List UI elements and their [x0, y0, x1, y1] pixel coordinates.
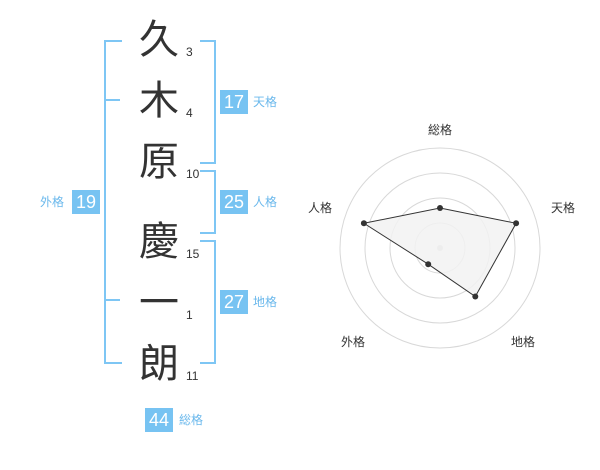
radar-point-1 — [437, 205, 443, 211]
chikaku-value: 27 — [220, 290, 248, 314]
radar-label-gaikaku: 外格 — [340, 335, 365, 349]
stroke-count-3: 10 — [186, 167, 200, 181]
name-char-2: 木 — [139, 78, 179, 124]
radar-ring-3 — [364, 172, 516, 324]
stroke-count-4: 15 — [186, 247, 200, 261]
radar-label-jinkaku: 人格 — [307, 201, 332, 215]
radar-polygon — [362, 207, 517, 298]
jinkaku-bracket — [200, 170, 216, 234]
radar-label-tenkaku: 天格 — [550, 201, 575, 215]
chikaku-label: 地格 — [253, 295, 278, 309]
soukaku-label: 総格 — [179, 413, 204, 427]
radar-point-4 — [425, 261, 432, 268]
stroke-count-2: 4 — [186, 106, 193, 120]
stroke-count-5: 1 — [186, 308, 193, 322]
radar-area — [362, 207, 517, 298]
stroke-count-1: 3 — [186, 45, 193, 59]
jinkaku-value: 25 — [220, 190, 248, 214]
tenkaku-label: 天格 — [253, 95, 278, 109]
gaikaku-bracket-tick-2 — [104, 299, 120, 301]
chikaku-bracket — [200, 240, 216, 364]
tenkaku-value: 17 — [220, 90, 248, 114]
gaikaku-label: 外格 — [40, 195, 65, 209]
stroke-count-6: 11 — [186, 369, 199, 383]
soukaku-value: 44 — [145, 408, 173, 432]
radar-ring-4 — [339, 147, 541, 349]
radar-point-2 — [513, 220, 520, 227]
gaikaku-value: 19 — [72, 190, 100, 214]
jinkaku-label: 人格 — [253, 195, 278, 209]
gaikaku-bracket-tick-1 — [104, 99, 120, 101]
name-char-4: 慶 — [139, 219, 179, 265]
name-char-3: 原 — [139, 139, 179, 185]
name-char-6: 朗 — [139, 341, 179, 387]
radar-points — [360, 205, 520, 300]
name-char-1: 久 — [139, 17, 179, 63]
name-char-5: 一 — [139, 280, 179, 326]
radar-point-5 — [360, 220, 367, 227]
radar-label-soukaku: 総格 — [427, 123, 452, 137]
tenkaku-bracket — [200, 40, 216, 164]
radar-point-3 — [472, 293, 479, 300]
radar-label-chikaku: 地格 — [510, 335, 535, 349]
gaikaku-bracket — [104, 40, 122, 364]
